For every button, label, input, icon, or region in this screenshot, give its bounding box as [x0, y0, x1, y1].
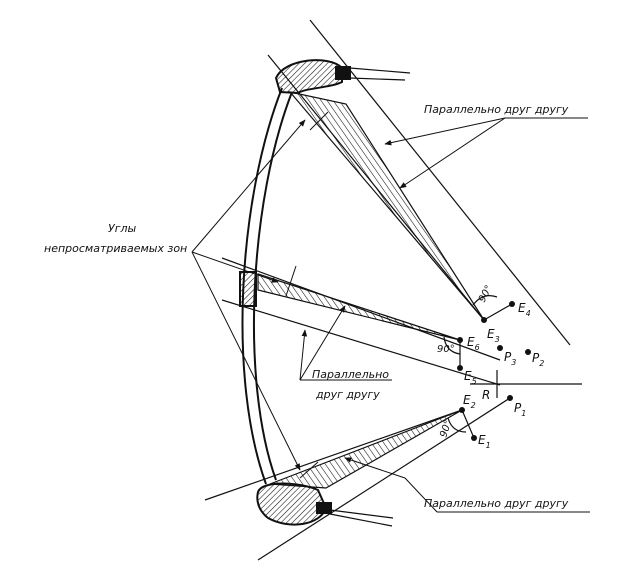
label-parallel-mid-2: друг другу: [315, 388, 380, 401]
label-parallel-mid-1: Параллельно: [312, 368, 389, 381]
label-E3: E3: [487, 327, 500, 344]
label-parallel-top: Параллельно друг другу: [424, 103, 569, 116]
top-mirror-block: [335, 66, 351, 80]
angle-90-top: 90°: [477, 284, 495, 305]
point-E6: [457, 337, 463, 343]
label-E1: E1: [478, 433, 491, 450]
label-P1: P1: [514, 401, 526, 418]
label-E6: E6: [467, 335, 480, 352]
label-P3: P3: [504, 350, 516, 367]
label-P2: P2: [532, 351, 544, 368]
label-R: R: [482, 388, 490, 402]
label-E4: E4: [518, 301, 531, 318]
bottom-blind-zone: [269, 409, 463, 489]
angle-90-bottom: 90°: [438, 419, 454, 439]
label-E5: E5: [464, 369, 477, 386]
point-P1: [507, 395, 513, 401]
label-E2: E2: [463, 393, 476, 410]
bottom-mirror-block: [316, 502, 332, 514]
point-P2: [525, 349, 531, 355]
middle-blind-zone: [257, 273, 461, 341]
angle-90-mid: 90°: [437, 344, 455, 355]
top-blind-zone: [288, 91, 485, 321]
label-parallel-bottom: Параллельно друг другу: [424, 497, 569, 510]
point-E4: [509, 301, 515, 307]
point-E2: [459, 407, 465, 413]
label-blind-angles-2: непросматриваемых зон: [44, 242, 187, 255]
label-blind-angles-1: Углы: [108, 222, 137, 235]
point-E3: [481, 317, 487, 323]
middle-pillar-section: [239, 271, 257, 307]
point-E1: [471, 435, 477, 441]
bottom-pillar-section: [256, 482, 328, 526]
point-E5: [457, 365, 463, 371]
point-P3: [497, 345, 503, 351]
